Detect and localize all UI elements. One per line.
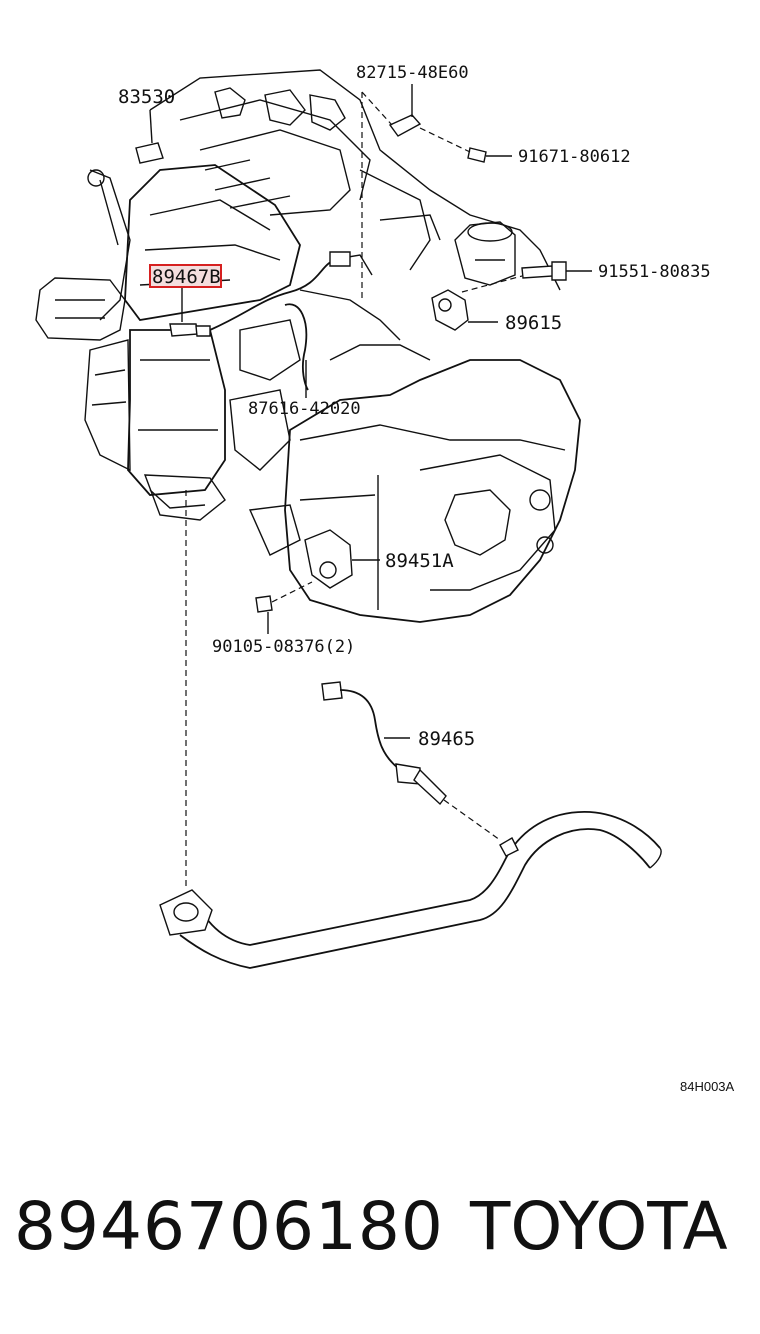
label-89467-highlighted[interactable]: 89467B (152, 266, 221, 288)
af-sensor-89467 (169, 251, 351, 337)
label-91551: 91551-80835 (598, 262, 711, 282)
label-82715: 82715-48E60 (356, 63, 469, 83)
label-83530: 83530 (118, 86, 175, 108)
bolt-91551 (461, 261, 592, 293)
label-91671: 91671-80612 (518, 147, 631, 167)
speed-sensor-89451 (304, 529, 380, 589)
label-89451: 89451A (385, 550, 454, 572)
label-90105: 90105-08376(2) (212, 637, 355, 657)
diagram-code: 84H003A (680, 1079, 735, 1094)
label-87616: 87616-42020 (248, 399, 361, 419)
exhaust-pipe (159, 490, 662, 969)
wire-clamp-87616 (284, 303, 309, 398)
brand-name: TOYOTA (470, 1188, 728, 1265)
part-number: 8946706180 (14, 1188, 444, 1265)
oxygen-sensor-89465 (321, 681, 501, 841)
engine-assembly (35, 69, 581, 623)
bolt-91671 (419, 127, 512, 163)
oil-pressure-switch-83530 (135, 109, 164, 164)
bolt-90105 (255, 581, 313, 634)
highlight-box[interactable] (149, 264, 222, 288)
wire-bracket-82715 (361, 84, 422, 300)
knock-sensor-89615 (431, 289, 498, 331)
label-89615: 89615 (505, 312, 562, 334)
label-89465: 89465 (418, 728, 475, 750)
